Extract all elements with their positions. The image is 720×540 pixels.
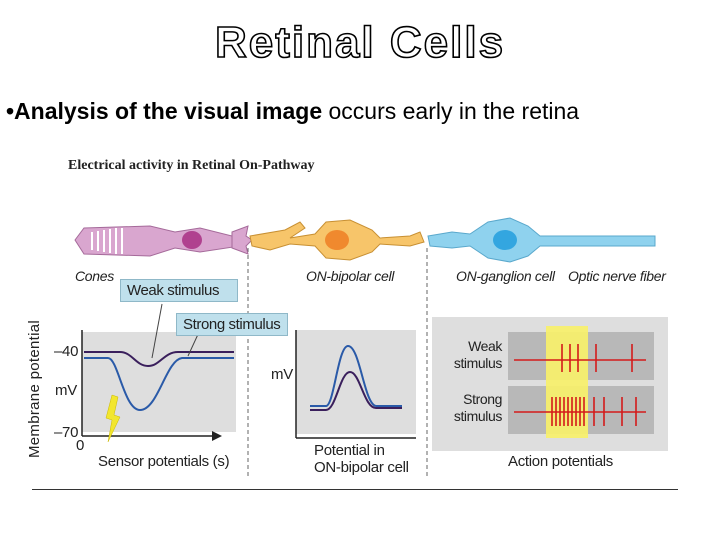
tick-minus-40: –40 <box>54 343 79 360</box>
bipolar-cell <box>249 219 425 261</box>
bipolar-panel-bg <box>296 330 416 434</box>
stimulus-bolt <box>105 394 121 443</box>
weak-stimulus-label: Weak stimulus <box>440 338 503 372</box>
bipolar-nucleus <box>325 230 349 250</box>
strong-stimulus-callout: Strong stimulus <box>176 313 288 336</box>
strong-label-line-2: stimulus <box>453 408 503 424</box>
highlight-band <box>546 326 588 438</box>
sensor-x-arrow <box>212 431 222 441</box>
weak-spike-train <box>514 344 646 372</box>
weak-stimulus-callout: Weak stimulus <box>120 279 238 302</box>
ganglion-nucleus <box>493 230 517 250</box>
slide-title: Retinal Cells <box>214 17 506 68</box>
bullet-text: •Analysis of the visual image occurs ear… <box>6 98 579 125</box>
membrane-potential-label: Membrane potential <box>26 320 43 458</box>
label-cones: Cones <box>75 268 114 284</box>
bipolar-unit-label: mV <box>271 366 293 383</box>
weak-trace <box>84 351 234 368</box>
bipolar-x-label-1: Potential in <box>314 442 385 459</box>
sensor-x-label: Sensor potentials (s) <box>98 453 230 470</box>
tick-minus-70: –70 <box>54 424 79 441</box>
bullet-rest: occurs early in the retina <box>322 98 580 124</box>
weak-label-line-1: Weak <box>468 338 502 354</box>
tick-mv: mV <box>55 382 77 399</box>
bottom-rule <box>32 489 678 490</box>
label-on-bipolar: ON-bipolar cell <box>306 268 395 284</box>
label-optic-nerve: Optic nerve fiber <box>568 268 666 284</box>
ganglion-cell <box>427 217 656 263</box>
strong-label-line-1: Strong <box>463 391 502 407</box>
strong-spike-train <box>514 397 646 426</box>
strong-stimulus-label: Strong stimulus <box>440 391 503 425</box>
action-potentials-label: Action potentials <box>508 453 613 470</box>
x-zero-tick: 0 <box>76 437 85 454</box>
figure-title: Electrical activity in Retinal On-Pathwa… <box>68 158 315 173</box>
weak-label-line-2: stimulus <box>453 355 503 371</box>
cone-cell <box>74 225 253 257</box>
strong-trace <box>84 357 234 412</box>
cone-nucleus <box>182 231 202 249</box>
bipolar-weak-trace <box>310 370 402 411</box>
bipolar-strong-trace <box>310 344 402 407</box>
bipolar-x-label-2: ON-bipolar cell <box>314 459 409 476</box>
bullet-bold: •Analysis of the visual image <box>6 98 323 124</box>
sensor-panel-bg <box>82 332 236 432</box>
label-on-ganglion: ON-ganglion cell <box>456 268 555 284</box>
weak-callout-pointer <box>151 303 163 359</box>
